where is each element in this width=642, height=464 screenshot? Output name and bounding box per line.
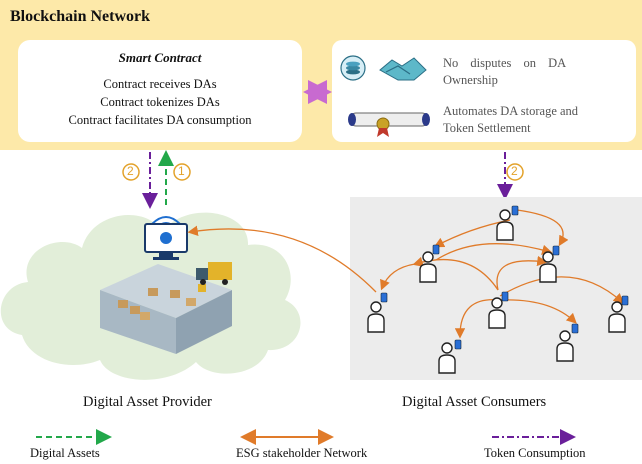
- benefit-line: No disputes on DA: [443, 56, 567, 70]
- coins-handshake-icon: [340, 55, 427, 81]
- legend-esg-network: ESG stakeholder Network: [236, 446, 368, 460]
- consumer-area: [350, 197, 642, 380]
- contract-line: Contract receives DAs: [103, 77, 217, 91]
- step-marker-right-token: [506, 163, 524, 181]
- consumers-caption: Digital Asset Consumers: [402, 394, 547, 410]
- esg-network-lines: [187, 209, 624, 339]
- blockchain-title: Blockchain Network: [10, 8, 150, 25]
- step-number: 1: [178, 164, 185, 178]
- benefit-line: Automates DA storage and: [443, 104, 579, 118]
- smart-contract-title: Smart Contract: [118, 50, 202, 65]
- legend-token-consumption: Token Consumption: [484, 446, 586, 460]
- step-marker-left-asset: [173, 163, 191, 181]
- step-number: 2: [127, 164, 134, 178]
- warehouse-illustration: [100, 262, 232, 354]
- contract-line: Contract tokenizes DAs: [100, 95, 220, 109]
- step-number: 2: [511, 164, 518, 178]
- legend-digital-assets: Digital Assets: [30, 446, 100, 460]
- provider-caption: Digital Asset Provider: [83, 394, 212, 410]
- contract-line: Contract facilitates DA consumption: [68, 113, 252, 127]
- benefit-line: Token Settlement: [443, 121, 531, 135]
- step-marker-left-token: [122, 163, 140, 181]
- smart-contract-box: [18, 40, 302, 142]
- benefit-line: Ownership: [443, 73, 498, 87]
- scroll-contract-icon: [348, 112, 430, 137]
- monitor-icon: [144, 223, 188, 260]
